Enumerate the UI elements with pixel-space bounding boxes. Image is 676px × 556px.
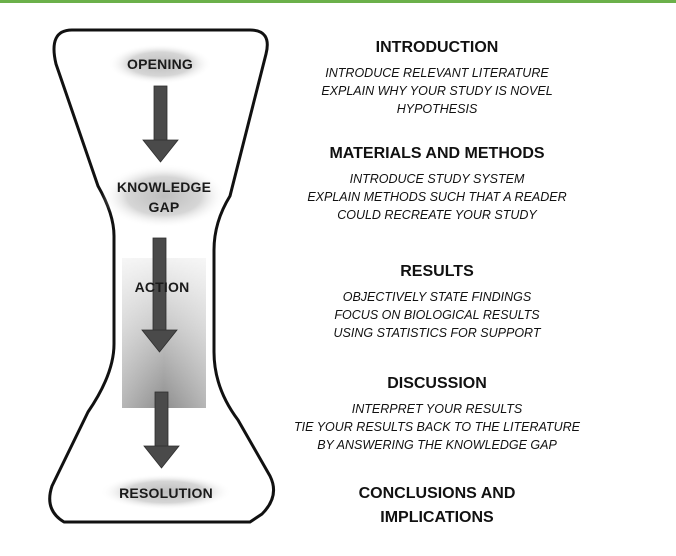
methods-line-1: INTRODUCE STUDY SYSTEM	[349, 172, 525, 186]
section-title-discussion: DISCUSSION	[387, 375, 487, 392]
results-line-3: USING STATISTICS FOR SUPPORT	[333, 326, 541, 340]
results-line-1: OBJECTIVELY STATE FINDINGS	[342, 290, 532, 304]
section-introduction: INTRODUCTION INTRODUCE RELEVANT LITERATU…	[282, 38, 592, 118]
methods-line-3: COULD RECREATE YOUR STUDY	[337, 208, 537, 222]
results-line-2: FOCUS ON BIOLOGICAL RESULTS	[334, 308, 540, 322]
stage-label-opening: OPENING	[127, 56, 193, 72]
stage-label-action: ACTION	[134, 279, 190, 295]
arrow-gap-to-action	[141, 237, 178, 353]
opening-label-glow	[108, 44, 212, 84]
discussion-line-3: BY ANSWERING THE KNOWLEDGE GAP	[317, 438, 557, 452]
section-title-introduction: INTRODUCTION	[375, 39, 499, 56]
introduction-line-1: INTRODUCE RELEVANT LITERATURE	[325, 66, 549, 80]
stage-label-resolution: RESOLUTION	[119, 485, 213, 501]
arrow-action-to-resolution	[143, 391, 180, 469]
arrow-opening-to-gap	[142, 85, 179, 163]
stage-label-gap: GAP	[148, 199, 180, 215]
knowledge-gap-label-glow	[102, 164, 226, 228]
methods-line-2: EXPLAIN METHODS SUCH THAT A READER	[307, 190, 567, 204]
section-results: RESULTS OBJECTIVELY STATE FINDINGS FOCUS…	[282, 262, 592, 342]
stage-label-knowledge: KNOWLEDGE	[116, 179, 212, 195]
top-accent-rule	[0, 0, 676, 3]
discussion-line-1: INTERPRET YOUR RESULTS	[351, 402, 523, 416]
section-title-materials-methods: MATERIALS AND METHODS	[329, 145, 545, 162]
section-title-conclusions-line1: CONCLUSIONS AND	[358, 485, 516, 502]
section-title-conclusions-line2: IMPLICATIONS	[380, 509, 494, 526]
section-title-results: RESULTS	[400, 263, 474, 280]
introduction-line-2: EXPLAIN WHY YOUR STUDY IS NOVEL	[321, 84, 553, 98]
discussion-line-2: TIE YOUR RESULTS BACK TO THE LITERATURE	[294, 420, 580, 434]
resolution-label-glow	[100, 474, 232, 510]
introduction-line-3: HYPOTHESIS	[396, 102, 478, 116]
stage-label-knowledge-gap: KNOWLEDGE GAP	[100, 177, 228, 217]
section-materials-methods: MATERIALS AND METHODS INTRODUCE STUDY SY…	[282, 144, 592, 224]
section-conclusions-implications: CONCLUSIONS AND IMPLICATIONS	[282, 482, 592, 530]
section-discussion: DISCUSSION INTERPRET YOUR RESULTS TIE YO…	[282, 374, 592, 454]
